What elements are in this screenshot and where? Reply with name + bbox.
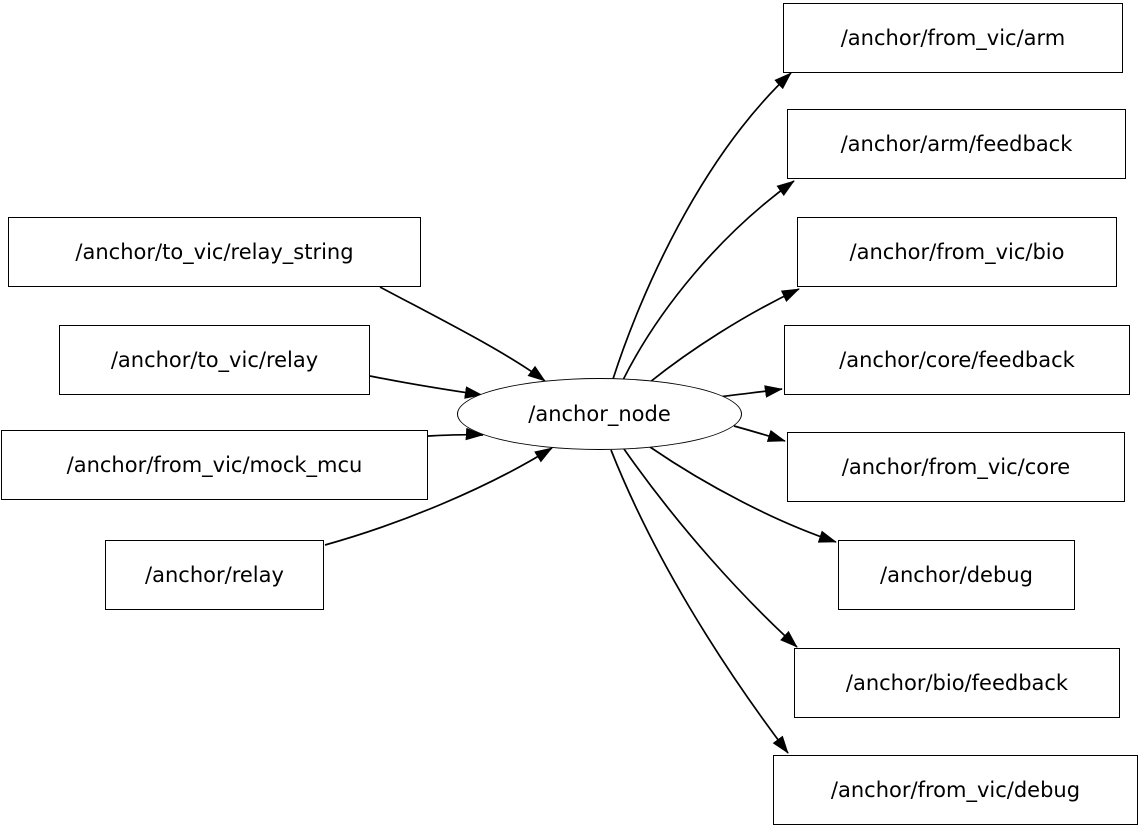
edge-relay-to-anchor-node	[324, 447, 553, 546]
topic-label: /anchor/from_vic/bio	[849, 239, 1065, 264]
topic-label: /anchor/debug	[880, 562, 1033, 587]
edge-to-vic-relay-to-anchor-node	[369, 375, 483, 399]
topic-node-anchor-relay: /anchor/relay	[105, 540, 324, 610]
topic-node-anchor-to-vic-relay: /anchor/to_vic/relay	[59, 325, 370, 395]
edge-anchor-node-to-from-vic-core	[733, 425, 786, 442]
topic-label: /anchor/to_vic/relay_string	[75, 239, 354, 264]
topic-node-anchor-from-vic-core: /anchor/from_vic/core	[787, 432, 1125, 502]
topic-node-anchor-from-vic-arm: /anchor/from_vic/arm	[783, 3, 1123, 73]
edge-anchor-node-to-from-vic-arm	[612, 72, 792, 380]
topic-node-anchor-arm-feedback: /anchor/arm/feedback	[787, 109, 1126, 179]
edge-anchor-node-to-from-vic-bio	[649, 288, 800, 383]
topic-node-anchor-from-vic-mock-mcu: /anchor/from_vic/mock_mcu	[1, 430, 428, 500]
topic-node-anchor-from-vic-debug: /anchor/from_vic/debug	[773, 755, 1138, 825]
topic-label: /anchor/arm/feedback	[840, 131, 1073, 156]
center-node-label: /anchor_node	[528, 401, 671, 426]
topic-node-anchor-debug: /anchor/debug	[838, 540, 1075, 610]
topic-node-anchor-bio-feedback: /anchor/bio/feedback	[794, 648, 1120, 718]
topic-label: /anchor/bio/feedback	[845, 670, 1069, 695]
edge-to-vic-relay-string-to-anchor-node	[379, 286, 546, 382]
topic-label: /anchor/relay	[145, 562, 284, 587]
edge-anchor-node-to-from-vic-debug	[610, 449, 789, 754]
edge-from-vic-mock-mcu-to-anchor-node	[427, 427, 484, 441]
topic-node-anchor-to-vic-relay-string: /anchor/to_vic/relay_string	[8, 217, 421, 287]
topic-label: /anchor/core/feedback	[839, 347, 1075, 372]
topic-node-anchor-from-vic-bio: /anchor/from_vic/bio	[797, 217, 1117, 287]
topic-label: /anchor/from_vic/arm	[840, 25, 1066, 50]
topic-node-anchor-core-feedback: /anchor/core/feedback	[784, 325, 1130, 395]
edge-anchor-node-to-core-feedback	[718, 385, 783, 398]
edge-anchor-node-to-arm-feedback	[622, 180, 795, 381]
center-node-anchor-node: /anchor_node	[457, 378, 742, 450]
topic-label: /anchor/to_vic/relay	[110, 347, 319, 372]
edge-anchor-node-to-bio-feedback	[623, 448, 798, 648]
topic-label: /anchor/from_vic/mock_mcu	[66, 452, 363, 477]
edge-anchor-node-to-debug	[649, 446, 837, 543]
topic-label: /anchor/from_vic/debug	[830, 777, 1081, 802]
topic-label: /anchor/from_vic/core	[841, 454, 1071, 479]
